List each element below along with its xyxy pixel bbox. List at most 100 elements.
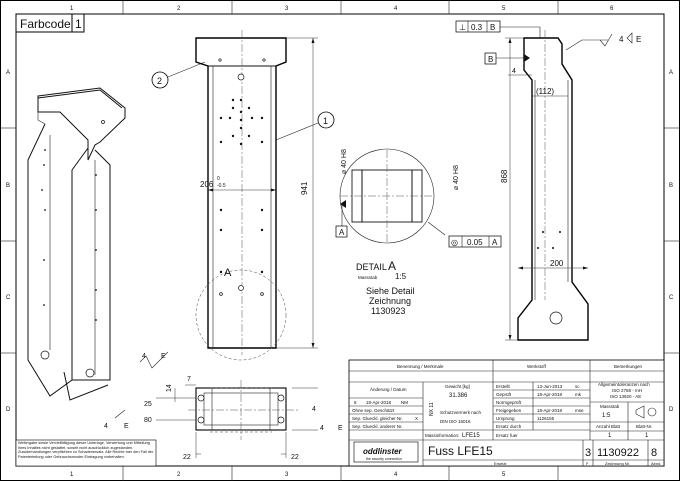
surface-finish-left-suffix: E xyxy=(124,423,129,430)
front-view: 206 0 -0.5 941 A xyxy=(195,30,318,361)
side-height-dim: 868 xyxy=(500,169,509,183)
color-code-box: Farbcode 1 xyxy=(15,13,85,33)
row-label-b: B xyxy=(6,183,10,189)
surface-finish-top: 4 xyxy=(142,353,146,360)
balloon-2-label: 2 xyxy=(157,76,162,86)
color-code-label: Farbcode xyxy=(20,17,71,31)
side-step-dim: 4 xyxy=(512,68,516,75)
sep-glueck-andere-label: Sep. Glueckl. anderer Nr. xyxy=(352,424,403,429)
schutz-norm: DIN ISO 16016 xyxy=(440,419,471,424)
column-markers: 1 2 3 4 5 6 1 2 3 4 5 xyxy=(70,0,614,481)
row-erstellt-date: 13-Jun-2013 xyxy=(537,384,563,389)
aend-label: Aend. xyxy=(651,461,661,466)
detail-caption: DETAIL A Massstab 1:5 Siehe Detail Zeich… xyxy=(356,259,415,316)
surface-finish-right-suffix: E xyxy=(338,425,343,432)
row-ursprung-label: Ursprung xyxy=(496,416,515,421)
surface-finish-side: 4 xyxy=(619,35,624,44)
detail-scale-label: Massstab xyxy=(358,275,378,280)
front-width-tol-upper: 0 xyxy=(217,176,220,182)
top-dim-22-left: 22 xyxy=(183,454,191,461)
row-freigegeben-label: Freigegeben xyxy=(496,408,522,413)
column-label-5: 5 xyxy=(502,6,506,12)
check-mark: X xyxy=(415,416,418,421)
schutz-label: Schutzvermerk nach xyxy=(440,410,482,415)
coax-value: 0.05 xyxy=(467,238,483,247)
datum-a-label: A xyxy=(339,228,345,237)
gewicht-value: 31.386 xyxy=(449,393,468,399)
coax-symbol: ◎ xyxy=(451,238,458,247)
top-dim-25: 25 xyxy=(144,401,152,408)
massstab-value: 1:5 xyxy=(602,413,611,419)
bore-right-dim: ⌀ 40 H8 xyxy=(453,165,460,190)
ohne-label: Ohne sep. Geschätzt xyxy=(352,408,395,413)
isometric-view xyxy=(27,87,126,401)
row-erstellt-label: Erstellt xyxy=(496,384,511,389)
datum-b-label: B xyxy=(488,55,493,64)
drawing-title: Fuss LFE15 xyxy=(428,444,493,458)
company-logo-sub: the security connection xyxy=(366,457,402,461)
row-label-d-right: D xyxy=(669,407,674,413)
column-label-6: 6 xyxy=(610,6,614,12)
surface-finish-side-suffix: E xyxy=(636,35,641,44)
row-geprueft-label: Geprüft xyxy=(496,392,512,397)
row-label-b-right: B xyxy=(669,183,673,189)
flatness-ref: B xyxy=(490,23,495,32)
top-dim-14: 14 xyxy=(166,384,173,392)
detail-note-line-3: 1130923 xyxy=(371,306,405,316)
coax-ref: A xyxy=(492,238,498,247)
title-block: Benennung / Merkmale Werkstoff Bemerkung… xyxy=(348,359,665,467)
detail-note-line-2: Zeichnung xyxy=(369,296,411,306)
row-ersatz-fuer-label: Ersatz fuer xyxy=(496,433,518,438)
row-ursprung-value: 1126155 xyxy=(537,416,555,421)
legal-note-text: Weitergabe sowie Vervielfältigung dieser… xyxy=(18,441,154,459)
top-dim-80: 80 xyxy=(144,417,152,424)
detail-circle-label: A xyxy=(224,267,232,279)
nx-version: NX 11 xyxy=(429,402,435,416)
row-geprueft-user: mk xyxy=(575,392,582,397)
column-label-1: 1 xyxy=(70,6,74,12)
sheet-format: 3 xyxy=(585,447,591,459)
row-freigegeben-user: mse xyxy=(575,408,584,413)
surface-finish-left: 4 xyxy=(104,423,108,430)
column-label-2: 2 xyxy=(177,6,181,12)
detail-a-view: ⌀ 40 H8 ⌀ 40 H8 A ◎ 0.05 A xyxy=(335,148,502,248)
ersetzt-label: Ersetzt xyxy=(494,461,507,466)
top-dim-7: 7 xyxy=(187,376,191,383)
flatness-value: 0.3 xyxy=(471,23,483,32)
rev-user: NM xyxy=(401,400,408,405)
gewicht-header: Gewicht [kg] xyxy=(445,384,470,389)
side-view: (112) 868 200 4 B ⊥ 0.3 B 4 E xyxy=(455,20,641,341)
tolerance-line-2: ISO 2768 - mH xyxy=(612,388,642,393)
blatt-nr-label: Blatt-Nr. xyxy=(636,424,652,429)
detail-note-line-1: Siehe Detail xyxy=(366,286,415,296)
row-freigegeben-date: 18-Apr-2018 xyxy=(537,408,563,413)
front-width-tol-lower: -0.5 xyxy=(217,183,226,189)
massstab-label: Massstab xyxy=(600,404,620,409)
bore-left-dim: ⌀ 40 H8 xyxy=(341,149,348,174)
inner-frame xyxy=(15,13,665,467)
massinformation-value: LFE15 xyxy=(462,433,480,439)
row-geprueft-date: 18-Apr-2018 xyxy=(537,392,563,397)
surface-finish-right: 4 xyxy=(320,425,324,432)
balloon-1-label: 1 xyxy=(323,116,328,126)
front-height-dim: 941 xyxy=(300,181,309,195)
side-offset-dim: (112) xyxy=(536,87,554,96)
row-normgeprueft-label: Normgeprüft xyxy=(496,400,522,405)
column-label-3-bottom: 3 xyxy=(285,472,289,478)
color-code-value: 1 xyxy=(75,17,82,31)
benennung-header: Benennung / Merkmale xyxy=(397,364,444,369)
bemerkungen-header: Bemerkungen xyxy=(614,364,643,369)
zeichnung-label: Zeichnung Nr. xyxy=(605,461,630,466)
rev-date: 18-Apr-2018 xyxy=(366,400,392,405)
top-dim-4: 4 xyxy=(312,406,316,413)
row-label-a: A xyxy=(6,70,10,76)
company-logo: oddlinster xyxy=(363,447,403,456)
aenderung-header: Änderung / Datum xyxy=(370,386,407,392)
column-label-1-bottom: 1 xyxy=(70,472,74,478)
row-ersatz-durch-label: Ersatz durch xyxy=(496,424,522,429)
side-bottom-dim: 200 xyxy=(550,259,564,268)
front-width-dim: 206 xyxy=(200,180,214,189)
tolerance-line-1: Allgemeintoleranzen nach xyxy=(598,382,650,387)
sep-glueck-label: Sep. Glueckl. gleicher Nr. xyxy=(352,416,403,421)
revision-index: 8 xyxy=(651,447,657,459)
